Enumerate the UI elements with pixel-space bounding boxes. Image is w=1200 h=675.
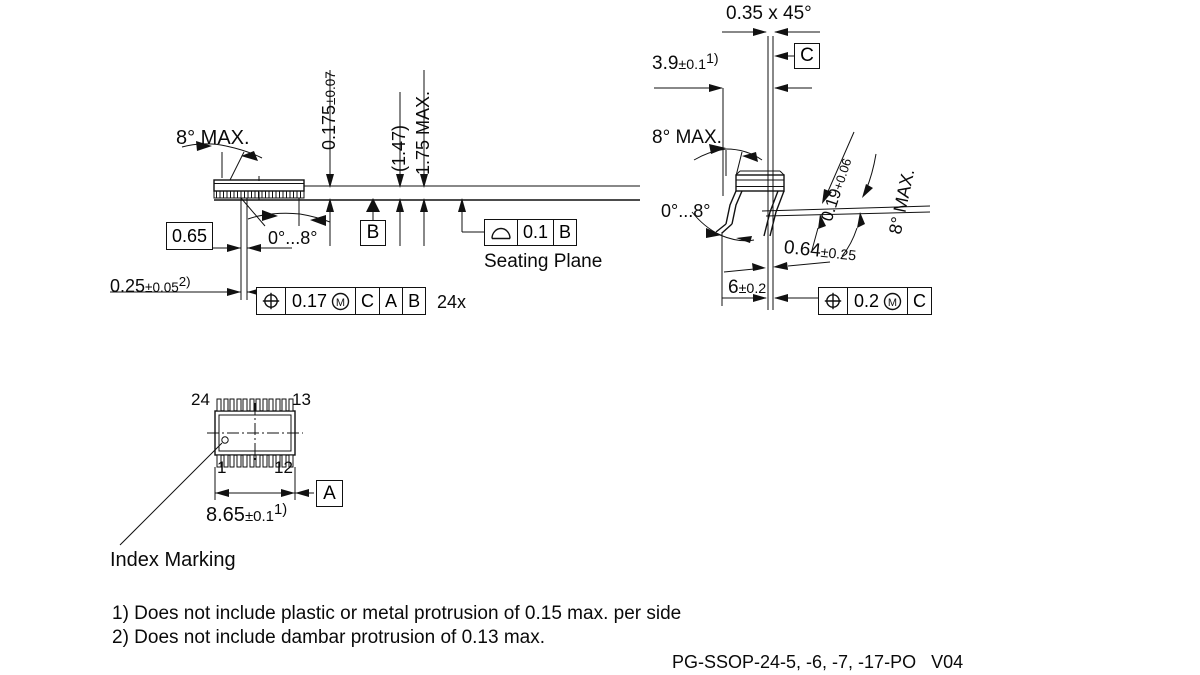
body-length-value: 8.65 <box>206 504 245 526</box>
body-length-tolerance: ±0.1 <box>244 508 275 525</box>
end-view-position-datum-c: C <box>907 288 931 314</box>
side-view-pitch-box: 0.65 <box>166 222 214 250</box>
top-view-pin-24-label: 24 <box>191 390 210 409</box>
end-view-span-dim: 6±0.2 <box>728 278 766 297</box>
lead-width-note-ref: 2) <box>178 274 191 290</box>
position-tolerance: 0.17 <box>285 288 330 314</box>
seating-plane-control-frame: 0.1 B <box>484 219 578 246</box>
index-marking-label: Index Marking <box>110 549 236 571</box>
lead-width-value: 0.25 <box>110 276 146 296</box>
side-view-lead-width-dim: 0.25±0.052) <box>110 274 191 296</box>
body-width-tolerance: ±0.1 <box>678 57 707 73</box>
top-view-leads-top <box>216 398 294 412</box>
mmc-modifier-icon: M <box>330 288 355 314</box>
side-view-position-control-frame: 0.17 M C A B <box>256 287 427 315</box>
datum-a-box: A <box>316 480 343 507</box>
position-datum-b: B <box>402 288 425 314</box>
side-view-lead-angle-label: 0°...8° <box>268 228 318 248</box>
body-width-value: 3.9 <box>652 53 679 74</box>
side-view-top-angle-label: 8° MAX. <box>176 127 250 149</box>
foot-length-value: 0.64 <box>782 237 822 262</box>
side-view-total-height: 1.75 MAX. <box>413 90 433 175</box>
datum-a-label: A <box>323 482 336 504</box>
top-view-pin-12-label: 12 <box>274 458 293 477</box>
side-view-body-height-ref: (1.47) <box>389 124 409 172</box>
top-view-body-length-dim: 8.65±0.11) <box>206 502 288 526</box>
top-view-leads-bottom <box>216 454 294 468</box>
end-view-lead-angle-label: 0°...8° <box>661 201 711 221</box>
end-view-geometry <box>654 28 931 310</box>
end-view-chamfer-label: 0.35 x 45° <box>726 3 812 24</box>
body-width-note-ref: 1) <box>706 49 719 66</box>
lead-width-tolerance: ±0.05 <box>145 280 179 295</box>
end-view-position-control-frame: 0.2 M C <box>818 287 933 315</box>
top-view-geometry <box>119 398 314 546</box>
datum-b-box: B <box>360 220 386 246</box>
pitch-value: 0.65 <box>172 225 208 246</box>
body-length-note-ref: 1) <box>274 502 288 519</box>
seating-plane-tolerance: 0.1 <box>517 220 553 245</box>
end-view-position-tolerance: 0.2 <box>847 288 882 314</box>
position-datum-c: C <box>355 288 379 314</box>
position-icon <box>257 288 285 314</box>
note-2: 2) Does not include dambar protrusion of… <box>112 627 546 648</box>
standoff-tolerance: ±0.07 <box>323 71 338 105</box>
side-view-geometry <box>110 70 640 300</box>
seating-plane-datum: B <box>553 220 576 245</box>
side-view-leads <box>213 190 305 199</box>
position-datum-a: A <box>379 288 402 314</box>
part-number: PG-SSOP-24-5, -6, -7, -17-PO <box>672 652 917 672</box>
datum-c-box: C <box>794 43 820 69</box>
span-value: 6 <box>728 277 739 298</box>
mmc-modifier-icon: M <box>882 288 907 314</box>
part-number-footer: PG-SSOP-24-5, -6, -7, -17-PO V04 <box>672 653 963 671</box>
position-icon <box>819 288 847 314</box>
svg-text:M: M <box>336 297 345 309</box>
svg-text:M: M <box>888 297 897 309</box>
datum-c-label: C <box>800 45 814 66</box>
side-view-standoff-dim: 0.175±0.07 <box>319 71 339 150</box>
seating-plane-caption: Seating Plane <box>484 251 603 272</box>
profile-arc-icon <box>485 220 517 245</box>
side-view-lead-quantity: 24x <box>437 292 467 312</box>
top-view-pin-1-label: 1 <box>217 458 227 477</box>
end-view-body-width-dim: 3.9±0.11) <box>652 51 719 74</box>
datum-b-label: B <box>366 222 380 243</box>
note-1: 1) Does not include plastic or metal pro… <box>112 603 682 624</box>
top-view-pin-13-label: 13 <box>292 390 311 409</box>
span-tolerance: ±0.2 <box>738 281 767 297</box>
end-view-top-angle-label: 8° MAX. <box>652 127 722 148</box>
standoff-value: 0.175 <box>319 104 339 150</box>
revision: V04 <box>931 652 964 672</box>
